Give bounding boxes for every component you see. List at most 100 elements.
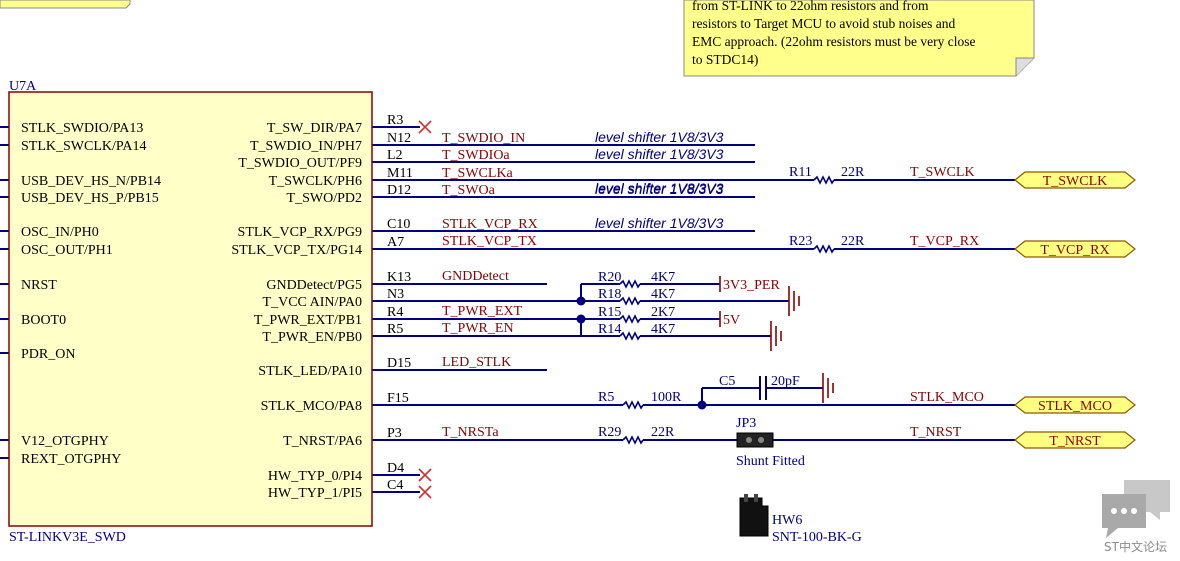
resistor-r11-val: 22R bbox=[841, 165, 865, 180]
jumper-jp3-pin1 bbox=[746, 437, 752, 443]
watermark-text: ST中文论坛 bbox=[1104, 539, 1167, 554]
left-pin-9: V12_OTGPHY bbox=[21, 434, 109, 449]
port-t-nrst-label: T_NRST bbox=[1049, 434, 1101, 449]
right-pin-9: T_PWR_EXT/PB1 bbox=[254, 313, 362, 328]
shunt-hw6-pin2 bbox=[754, 494, 758, 502]
component-designator: U7A bbox=[9, 79, 37, 94]
pin-number-1: N12 bbox=[387, 131, 411, 146]
watermark-bubble-front-icon bbox=[1102, 494, 1146, 538]
pin-number-11: D15 bbox=[387, 356, 411, 371]
pin-number-4: D12 bbox=[387, 183, 411, 198]
net-label-stlk-vcp-tx: STLK_VCP_TX bbox=[442, 234, 537, 249]
jumper-jp3-label: Shunt Fitted bbox=[736, 454, 805, 469]
resistor-r14-ref: R14 bbox=[598, 322, 621, 337]
right-pin-2: T_SWDIO_OUT/PF9 bbox=[238, 156, 362, 171]
resistor-r20-val: 4K7 bbox=[651, 270, 675, 285]
net-label-2: T_SWOa bbox=[442, 183, 496, 198]
note-fold bbox=[1015, 57, 1034, 76]
resistor-r29-ref: R29 bbox=[598, 425, 621, 440]
pin-number-15: C4 bbox=[387, 478, 403, 493]
power-label-3v3: 3V3_PER bbox=[723, 278, 780, 293]
resistor-r11-ref: R11 bbox=[789, 165, 812, 180]
pin-number-9: R4 bbox=[387, 305, 403, 320]
right-pin-3: T_SWCLK/PH6 bbox=[269, 174, 362, 189]
right-pin-15: HW_TYP_1/PI5 bbox=[268, 486, 362, 501]
right-pin-13: T_NRST/PA6 bbox=[283, 434, 362, 449]
port-t-vcp-rx bbox=[1014, 240, 1136, 258]
port-stlk-mco bbox=[1014, 396, 1136, 414]
right-pin-5: STLK_VCP_RX/PG9 bbox=[238, 225, 362, 240]
level-shifter-comment-swclk: level shifter 1V8/3V3 bbox=[595, 180, 724, 196]
port-t-swclk-label: T_SWCLK bbox=[1043, 174, 1108, 189]
net-label-t-pwr-ext: T_PWR_EXT bbox=[442, 304, 523, 319]
right-pin-6: STLK_VCP_TX/PG14 bbox=[231, 243, 362, 258]
resistor-r18-ref: R18 bbox=[598, 287, 621, 302]
capacitor-c5-ref: C5 bbox=[719, 374, 735, 389]
net-label-1: T_SWDIOa bbox=[442, 148, 510, 163]
components-layer: from ST-LINK to 22ohm resistors and from… bbox=[0, 0, 1170, 538]
pin-number-12: F15 bbox=[387, 391, 409, 406]
component-part-name: ST-LINKV3E_SWD bbox=[9, 530, 126, 545]
resistor-r5-val: 100R bbox=[651, 390, 682, 405]
no-connect-r3 bbox=[418, 120, 432, 134]
right-pin-1: T_SWDIO_IN/PH7 bbox=[250, 139, 362, 154]
pin-number-6: A7 bbox=[387, 235, 404, 250]
power-label-5v: 5V bbox=[723, 313, 740, 328]
note-line-1: resistors to Target MCU to avoid stub no… bbox=[692, 16, 956, 31]
watermark-dot-1 bbox=[1111, 508, 1117, 514]
component-body bbox=[8, 91, 373, 527]
resistor-r14 bbox=[619, 331, 641, 341]
resistor-r23-ref: R23 bbox=[789, 234, 812, 249]
jumper-jp3-ref: JP3 bbox=[736, 416, 756, 431]
shunt-hw6-pin1 bbox=[744, 494, 748, 502]
resistor-r15 bbox=[619, 314, 641, 324]
net-label-t-swclk: T_SWCLK bbox=[910, 165, 975, 180]
port-stlk-mco-label: STLK_MCO bbox=[1038, 399, 1112, 414]
resistor-r11 bbox=[813, 175, 835, 185]
right-pin-14: HW_TYP_0/PI4 bbox=[268, 469, 362, 484]
resistor-r5 bbox=[622, 400, 644, 410]
note-line-0: from ST-LINK to 22ohm resistors and from bbox=[692, 0, 929, 13]
resistor-r15-ref: R15 bbox=[598, 305, 621, 320]
watermark-dot-3 bbox=[1131, 508, 1137, 514]
resistor-r15-val: 2K7 bbox=[651, 305, 675, 320]
resistor-r29-val: 22R bbox=[651, 425, 675, 440]
pin-number-7: K13 bbox=[387, 270, 411, 285]
pin-number-5: C10 bbox=[387, 217, 410, 232]
level-shifter-comment-2: level shifter 1V8/3V3 bbox=[595, 181, 724, 197]
hardware-hw6-part: SNT-100-BK-G bbox=[772, 530, 862, 545]
right-pin-11: STLK_LED/PA10 bbox=[258, 364, 362, 379]
watermark-dot-2 bbox=[1121, 508, 1127, 514]
pin-number-14: D4 bbox=[387, 461, 404, 476]
capacitor-c5-val: 20pF bbox=[771, 374, 800, 389]
resistor-r14-val: 4K7 bbox=[651, 322, 675, 337]
jumper-jp3-pin2 bbox=[758, 437, 764, 443]
junction-pwr bbox=[576, 314, 586, 324]
net-label-t-swclka: T_SWCLKa bbox=[442, 166, 514, 181]
net-label-0: T_SWDIO_IN bbox=[442, 131, 525, 146]
level-shifter-comment-0: level shifter 1V8/3V3 bbox=[595, 129, 724, 145]
right-pin-4: T_SWO/PD2 bbox=[287, 191, 362, 206]
pin-number-0: R3 bbox=[387, 113, 403, 128]
left-pin-6: NRST bbox=[21, 278, 57, 293]
no-connect-c4 bbox=[418, 485, 432, 499]
right-pin-8: T_VCC AIN/PA0 bbox=[263, 295, 362, 310]
pin-number-3: M11 bbox=[387, 166, 413, 181]
right-pin-10: T_PWR_EN/PB0 bbox=[262, 330, 362, 345]
net-label-t-nrsta: T_NRSTa bbox=[442, 425, 499, 440]
level-shifter-comment-3: level shifter 1V8/3V3 bbox=[595, 215, 724, 231]
pin-number-13: P3 bbox=[387, 426, 402, 441]
left-pin-10: REXT_OTGPHY bbox=[21, 452, 121, 467]
no-connect-d4 bbox=[418, 468, 432, 482]
resistor-r23 bbox=[813, 244, 835, 254]
left-pin-3: USB_DEV_HS_P/PB15 bbox=[21, 191, 159, 206]
left-pin-4: OSC_IN/PH0 bbox=[21, 225, 99, 240]
note-box-partial bbox=[0, 0, 131, 9]
resistor-r20 bbox=[619, 279, 641, 289]
net-label-t-pwr-en: T_PWR_EN bbox=[442, 321, 514, 336]
shunt-hw6-icon bbox=[739, 497, 769, 537]
left-pin-5: OSC_OUT/PH1 bbox=[21, 243, 113, 258]
junction-vcc bbox=[576, 296, 586, 306]
resistor-r18 bbox=[619, 296, 641, 306]
resistor-r29 bbox=[622, 435, 644, 445]
